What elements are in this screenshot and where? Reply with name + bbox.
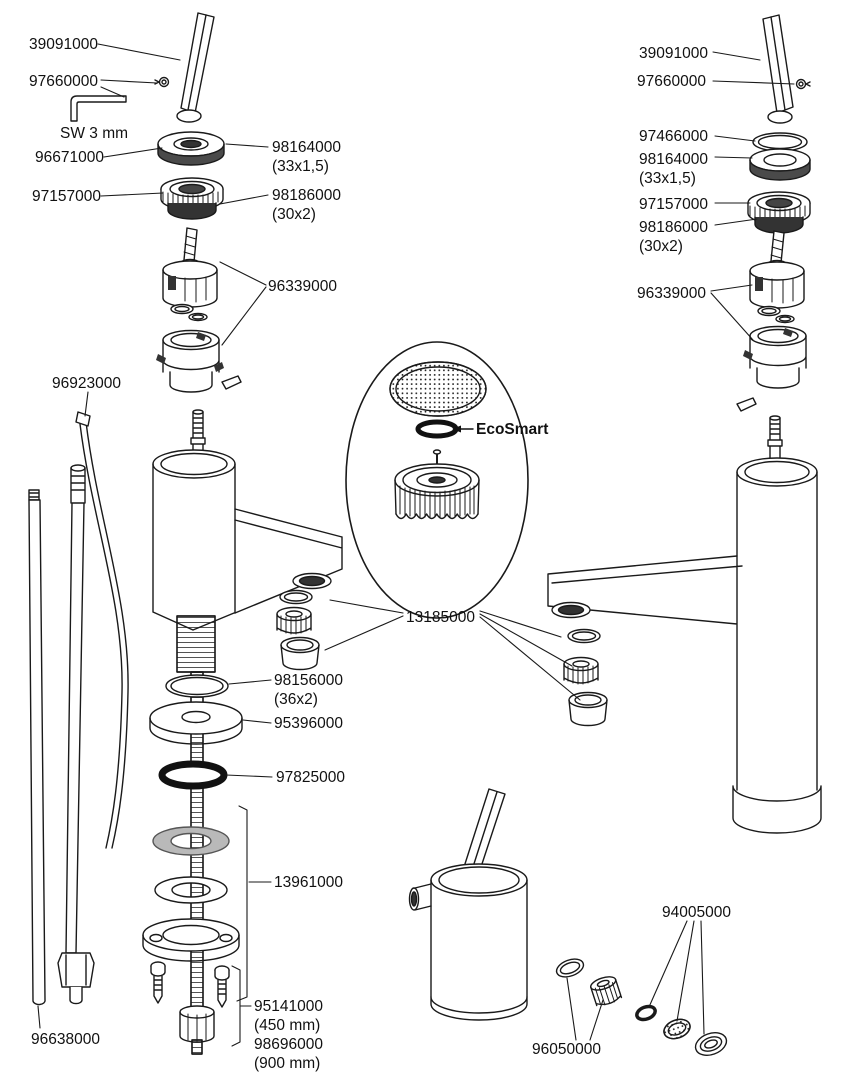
label-98186000-right: 98186000	[639, 219, 708, 236]
leader-96671000	[103, 147, 163, 158]
label-98164000-right: 98164000	[639, 151, 708, 168]
leader-97660000-right	[712, 80, 795, 85]
leader-96923000	[84, 391, 89, 417]
right-faucet-exploded	[547, 14, 822, 834]
label-97660000-right: 97660000	[637, 73, 706, 90]
leader-13185000	[324, 599, 581, 701]
label-96339000-left: 96339000	[268, 278, 337, 295]
label-39091000-left: 39091000	[29, 36, 98, 53]
label-98164000-left-dim: (33x1,5)	[272, 158, 329, 175]
leader-96638000	[37, 1005, 41, 1029]
leader-98164000-right	[714, 156, 753, 159]
leader-95396000	[242, 719, 272, 724]
label-96339000-right: 96339000	[637, 285, 706, 302]
label-98186000-left-dim: (30x2)	[272, 206, 316, 223]
leader-98164000-left	[225, 143, 269, 148]
label-98156000-dim: (36x2)	[274, 691, 318, 708]
bottom-right-aerator-parts	[555, 958, 728, 1056]
label-96638000: 96638000	[31, 1031, 100, 1048]
leader-96050000	[566, 977, 604, 1041]
leader-98156000	[228, 679, 272, 685]
leader-95141000	[231, 965, 252, 1047]
label-94005000: 94005000	[662, 904, 731, 921]
label-98186000-left: 98186000	[272, 187, 341, 204]
label-96923000: 96923000	[52, 375, 121, 392]
label-13961000: 13961000	[274, 874, 343, 891]
label-96671000: 96671000	[35, 149, 104, 166]
leader-96339000-left	[219, 261, 267, 346]
label-97660000-left: 97660000	[29, 73, 98, 90]
label-95141000-dim: (450 mm)	[254, 1017, 320, 1034]
aerator-magnifier-detail	[345, 341, 529, 619]
label-ecosmart: EcoSmart	[476, 421, 548, 438]
label-98696000-dim: (900 mm)	[254, 1055, 320, 1072]
label-98164000-left: 98164000	[272, 139, 341, 156]
label-39091000-right: 39091000	[639, 45, 708, 62]
label-97466000: 97466000	[639, 128, 708, 145]
bottom-faucet-body	[408, 788, 528, 1021]
leader-lines	[37, 43, 795, 1047]
label-98164000-right-dim: (33x1,5)	[639, 170, 696, 187]
left-faucet-exploded	[70, 12, 343, 1055]
label-95141000: 95141000	[254, 998, 323, 1015]
label-98696000: 98696000	[254, 1036, 323, 1053]
label-97157000-right: 97157000	[639, 196, 708, 213]
label-95396000: 95396000	[274, 715, 343, 732]
leader-97466000	[714, 135, 756, 142]
leader-97825000	[225, 774, 273, 778]
leader-39091000-left	[97, 43, 181, 61]
leader-96339000-right	[710, 284, 754, 341]
label-13185000: 13185000	[406, 609, 475, 626]
label-97157000-left: 97157000	[32, 188, 101, 205]
label-98186000-right-dim: (30x2)	[639, 238, 683, 255]
leader-97157000-left	[100, 192, 164, 197]
leader-98186000-right	[714, 218, 758, 226]
supply-hoses	[28, 411, 129, 1006]
leader-94005000	[648, 920, 705, 1035]
label-97825000: 97825000	[276, 769, 345, 786]
leader-13961000	[236, 805, 272, 1002]
label-96050000: 96050000	[532, 1041, 601, 1058]
label-98156000: 98156000	[274, 672, 343, 689]
part-labels: 39091000 97660000 SW 3 mm 96671000 97157…	[29, 36, 731, 1072]
leader-97660000-left	[100, 79, 158, 98]
leader-39091000-right	[712, 51, 761, 61]
leader-98186000-left	[219, 194, 269, 205]
label-sw3mm: SW 3 mm	[60, 125, 128, 142]
